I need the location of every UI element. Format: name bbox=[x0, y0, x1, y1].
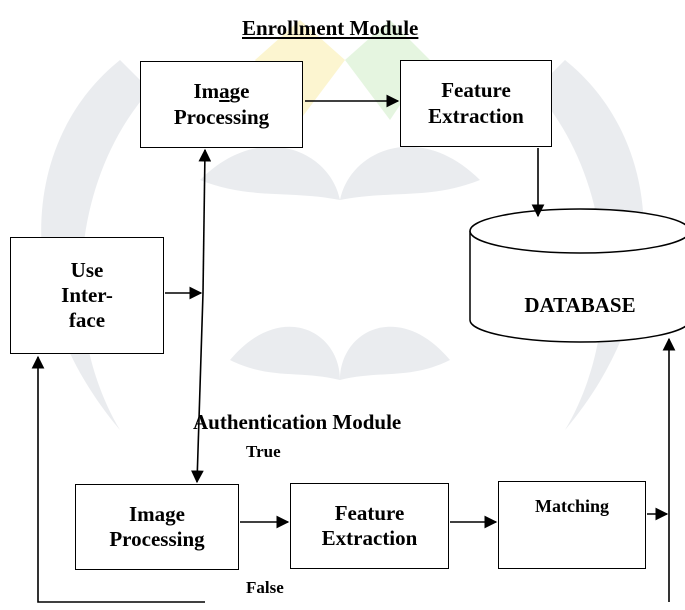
auth-image-processing-box: Image Processing bbox=[75, 484, 239, 570]
enrollment-feature-extraction-line1: Feature bbox=[441, 78, 511, 103]
user-interface-line1: Use bbox=[70, 257, 104, 282]
enrollment-feature-extraction-box: Feature Extraction bbox=[400, 60, 552, 147]
auth-feature-extraction-line1: Feature bbox=[334, 500, 405, 525]
auth-image-processing-line1: Image bbox=[129, 501, 185, 526]
true-label: True bbox=[246, 442, 281, 461]
auth-image-processing-line2: Processing bbox=[109, 527, 205, 551]
enrollment-image-processing-line2: Processing bbox=[173, 104, 270, 129]
false-label: False bbox=[246, 578, 284, 597]
user-interface-box: Use Inter- face bbox=[10, 237, 164, 354]
enrollment-feature-extraction-line2: Extraction bbox=[428, 103, 524, 128]
auth-feature-extraction-line2: Extraction bbox=[321, 526, 418, 550]
matching-box: Matching bbox=[498, 481, 646, 569]
enrollment-module-title: Enrollment Module bbox=[242, 16, 419, 40]
user-interface-line2: Inter- bbox=[61, 282, 113, 307]
auth-feature-extraction-box: Feature Extraction bbox=[290, 483, 449, 569]
matching-label: Matching bbox=[535, 496, 609, 516]
enrollment-image-processing-box: Image Processing bbox=[140, 61, 303, 148]
authentication-module-title: Authentication Module bbox=[193, 410, 402, 434]
user-interface-line3: face bbox=[68, 308, 106, 333]
enrollment-image-processing-line1: Image bbox=[193, 79, 250, 104]
